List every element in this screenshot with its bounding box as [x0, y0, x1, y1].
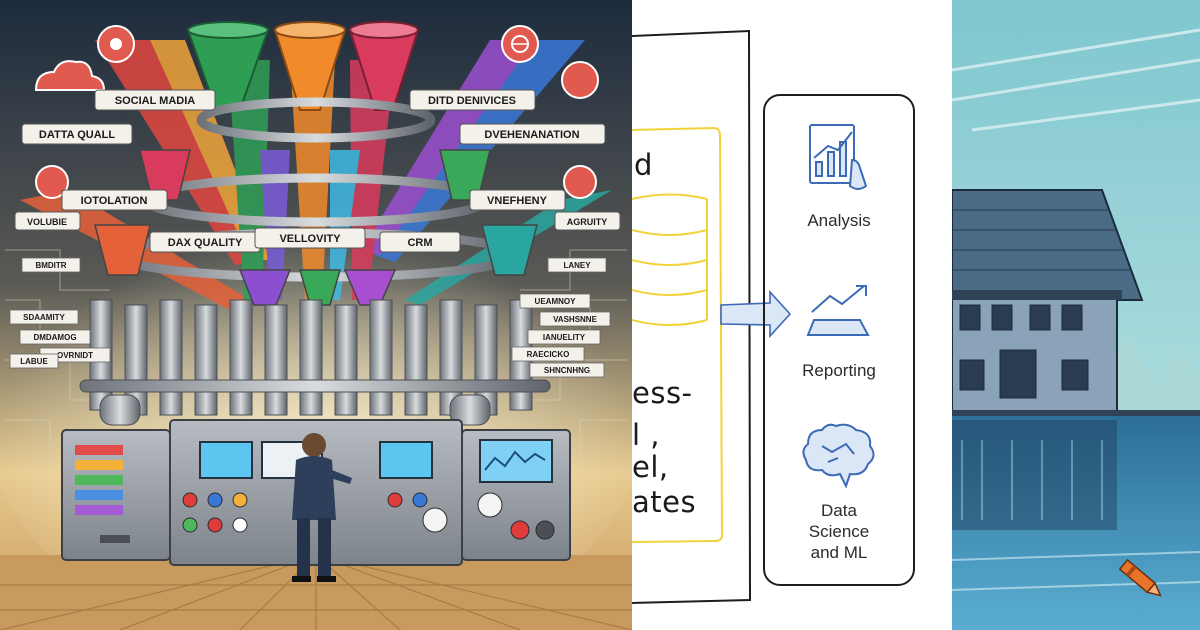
- house: [952, 189, 1200, 416]
- label-agrulity: AGRUITY: [554, 211, 621, 231]
- brain-icon: [802, 423, 875, 489]
- label-dmdamog: DMDAMOG: [19, 329, 91, 345]
- label-bmditr: BMDITR: [21, 257, 81, 273]
- svg-text:IANUELITY: IANUELITY: [543, 333, 586, 342]
- arrow-right-icon: [720, 289, 792, 339]
- svg-text:SHNCNHNG: SHNCNHNG: [544, 366, 590, 375]
- handwritten-text-4: el,: [632, 450, 669, 484]
- label-sdaamity: SDAAMITY: [9, 309, 79, 325]
- label-volubie: VOLUBIE: [14, 211, 81, 231]
- svg-text:BMDITR: BMDITR: [35, 261, 66, 270]
- svg-text:VNEFHENY: VNEFHENY: [487, 195, 548, 207]
- label-vellovity: VELLOVITY: [254, 227, 366, 249]
- label-shncnhng: SHNCNHNG: [529, 362, 605, 378]
- handwritten-text-1: d: [634, 148, 653, 182]
- svg-text:IOTOLATION: IOTOLATION: [81, 195, 148, 207]
- label-ianuelity: IANUELITY: [527, 329, 601, 345]
- data-machine-illustration: SOCIAL MADIA DITD DENIVICES DATTA QUALL …: [0, 0, 632, 630]
- handwritten-text-3: l ,: [632, 418, 660, 452]
- engineer-figure: [292, 433, 352, 582]
- secondary-funnels: [94, 149, 538, 306]
- top-funnels: [186, 21, 420, 111]
- svg-text:VOLUBIE: VOLUBIE: [27, 217, 67, 227]
- label-ueamnoy: UEAMNOY: [519, 293, 591, 309]
- label-laney: LANEY: [547, 257, 607, 273]
- svg-text:VELLOVITY: VELLOVITY: [279, 233, 341, 245]
- label-vashsnne: VASHSNNE: [539, 311, 611, 327]
- reporting-label: Reporting: [802, 361, 876, 380]
- svg-text:LANEY: LANEY: [563, 261, 591, 270]
- highlight-box: [632, 126, 724, 543]
- sky-streaks: [952, 28, 1200, 132]
- svg-text:VASHSNNE: VASHSNNE: [553, 315, 598, 324]
- label-dax-quality: DAX QUALITY: [149, 231, 261, 253]
- handwritten-text-5: ates: [632, 485, 697, 519]
- svg-text:AGRUITY: AGRUITY: [567, 217, 608, 227]
- analysis-label: Analysis: [807, 211, 871, 230]
- cloud-icons: [34, 25, 599, 199]
- destination-box: [763, 94, 915, 586]
- pipe-array: [79, 299, 551, 426]
- svg-text:LABUE: LABUE: [20, 357, 48, 366]
- reflection: [952, 420, 1117, 530]
- house-by-water-illustration: [952, 0, 1200, 630]
- svg-text:UEAMNOY: UEAMNOY: [535, 297, 577, 306]
- svg-text:DITD DENIVICES: DITD DENIVICES: [428, 95, 516, 107]
- label-devices: DITD DENIVICES: [409, 89, 536, 111]
- reporting-trend-icon: [806, 285, 870, 336]
- label-vnefheny: VNEFHENY: [469, 189, 566, 211]
- globe-icon: [511, 35, 529, 53]
- data-flow-diagram: d ess- l , el, ates Analysis Reporting D…: [632, 0, 952, 630]
- data-science-label: Data Science and ML: [808, 501, 870, 562]
- label-labue: LABUE: [9, 353, 59, 369]
- svg-text:SDAAMITY: SDAAMITY: [23, 313, 65, 322]
- label-dvehenanation: DVEHENANATION: [459, 123, 606, 145]
- svg-text:RAECICKO: RAECICKO: [527, 350, 570, 359]
- cloud-icon: [110, 38, 122, 50]
- svg-text:OVRNIDT: OVRNIDT: [57, 351, 93, 360]
- handwritten-text-2: ess-: [632, 376, 693, 410]
- label-raecicko: RAECICKO: [511, 346, 585, 362]
- label-iotolation: IOTOLATION: [61, 189, 168, 211]
- crayon-icon: [1118, 558, 1162, 597]
- control-console: [61, 419, 571, 566]
- label-data-quality-top: DATTA QUALL: [21, 123, 133, 145]
- svg-text:SOCIAL MADIA: SOCIAL MADIA: [115, 95, 196, 107]
- label-crm: CRM: [379, 231, 461, 253]
- wooden-floor: [0, 554, 632, 630]
- database-icon: [632, 193, 708, 326]
- label-social-media: SOCIAL MADIA: [94, 89, 216, 111]
- svg-text:DAX QUALITY: DAX QUALITY: [168, 237, 243, 249]
- svg-text:DATTA QUALL: DATTA QUALL: [39, 129, 115, 141]
- mountains: [1092, 330, 1200, 410]
- svg-text:DMDAMOG: DMDAMOG: [33, 333, 76, 342]
- svg-text:DVEHENANATION: DVEHENANATION: [484, 129, 579, 141]
- svg-text:CRM: CRM: [407, 237, 432, 249]
- analysis-chart-icon: [809, 124, 868, 190]
